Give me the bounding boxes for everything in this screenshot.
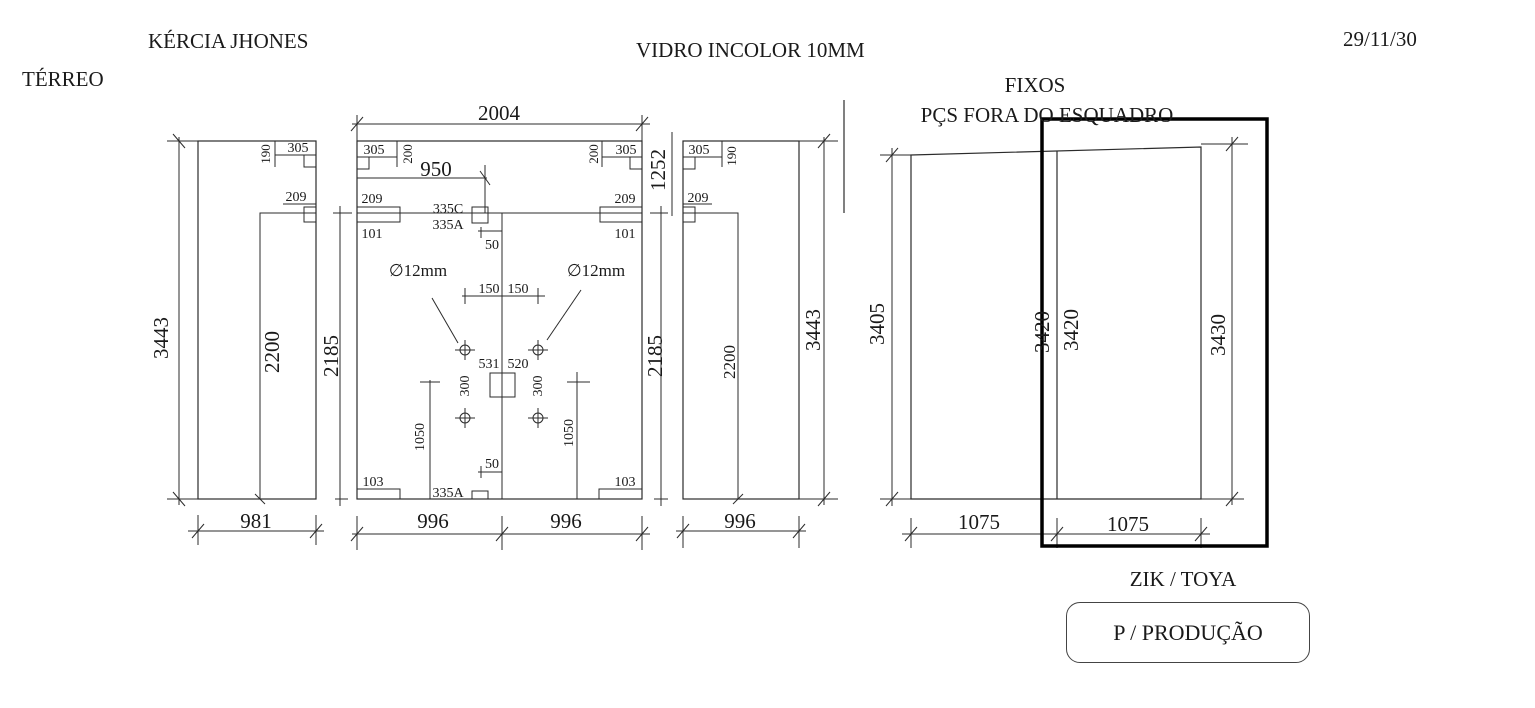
dim-left-notch-w: 305 — [288, 141, 309, 156]
dim-center-lock-right: 520 — [508, 357, 529, 372]
dim-center-notch-w-left: 305 — [364, 143, 385, 158]
dim-left-hinge: 209 — [286, 190, 307, 205]
dim-center-height-left: 2185 — [319, 335, 343, 377]
dim-center-hinge-top-right: 209 — [615, 192, 636, 207]
dim-center-notch-h-left: 200 — [400, 144, 415, 164]
dim-center-half-width-left: 996 — [417, 509, 449, 533]
dim-center-notch-h-right: 200 — [586, 144, 601, 164]
hardware-label: ZIK / TOYA — [1130, 567, 1237, 591]
dim-center-bottom-hinge-right: 103 — [615, 475, 636, 490]
dim-center-spacing-top: 50 — [485, 238, 499, 253]
dim-center-right-height: 1252 — [646, 149, 670, 191]
panel-center: 2004 950 305 200 200 305 1252 209 101 33… — [319, 101, 673, 550]
client-name: KÉRCIA JHONES — [148, 29, 309, 53]
dim-center-notch-w-right: 305 — [616, 143, 637, 158]
dim-fixed-left-height: 3405 — [865, 303, 889, 345]
dim-center-hinge-top-left: 209 — [362, 192, 383, 207]
dim-center-bottom-hinge-left: 103 — [363, 475, 384, 490]
dim-center-hole-a-top: 335A — [432, 218, 464, 233]
dim-center-height-right: 2185 — [643, 335, 667, 377]
dim-fixed-right-left-height: 3420 — [1059, 309, 1083, 351]
dim-right-width: 996 — [724, 509, 756, 533]
dim-center-handle-h-left: 1050 — [413, 423, 428, 451]
dim-center-lock-h-right: 300 — [531, 376, 546, 397]
fixed-title: FIXOS — [1005, 73, 1066, 97]
dim-right-notch-h: 190 — [724, 146, 739, 166]
highlight-box — [1040, 117, 1269, 548]
dim-center-spacing-bottom: 50 — [485, 457, 499, 472]
dim-right-hinge: 209 — [688, 191, 709, 206]
fixed-subtitle: PÇS FORA DO ESQUADRO — [921, 103, 1174, 127]
dim-center-hole-c: 335C — [433, 202, 463, 217]
dim-center-lock-h-left: 300 — [458, 376, 473, 397]
dim-center-half-width-right: 996 — [550, 509, 582, 533]
dim-center-hole-dia-right: ∅12mm — [567, 261, 625, 280]
dim-right-notch-w: 305 — [689, 143, 710, 158]
dim-center-lock-left: 531 — [479, 357, 500, 372]
dim-center-half-spacing-left: 150 — [479, 282, 500, 297]
dim-center-handle-h-right: 1050 — [562, 419, 577, 447]
dim-fixed-right-width: 1075 — [1107, 512, 1149, 536]
panel-left: 3443 2200 981 305 190 209 — [149, 133, 324, 545]
date-label: 29/11/30 — [1343, 27, 1417, 51]
dim-left-height: 3443 — [149, 317, 173, 359]
floor-label: TÉRREO — [22, 67, 104, 91]
dim-right-height: 3443 — [801, 309, 825, 351]
material-label: VIDRO INCOLOR 10MM — [636, 38, 865, 62]
dim-center-hinge-bottom-left: 101 — [362, 227, 383, 242]
dim-fixed-left-width: 1075 — [958, 510, 1000, 534]
dim-left-notch-h: 190 — [258, 144, 273, 164]
dim-center-total-width: 2004 — [478, 101, 521, 125]
dim-center-hole-a-bottom: 335A — [432, 486, 464, 501]
dim-right-inner-height: 2200 — [720, 345, 739, 379]
dim-center-half-spacing-right: 150 — [508, 282, 529, 297]
production-status-button[interactable]: P / PRODUÇÃO — [1066, 602, 1310, 663]
dim-fixed-left-right-height: 3420 — [1030, 311, 1054, 353]
dim-left-inner-height: 2200 — [260, 331, 284, 373]
dim-fixed-right-right-height: 3430 — [1206, 314, 1230, 356]
dim-center-offset: 950 — [420, 157, 452, 181]
dim-center-hinge-bottom-right: 101 — [615, 227, 636, 242]
fixed-panels: FIXOS PÇS FORA DO ESQUADRO 3405 3420 342… — [865, 73, 1269, 548]
panel-right: 305 190 209 2200 3443 996 — [676, 100, 845, 548]
dim-center-hole-dia-left: ∅12mm — [389, 261, 447, 280]
dim-left-width: 981 — [240, 509, 272, 533]
